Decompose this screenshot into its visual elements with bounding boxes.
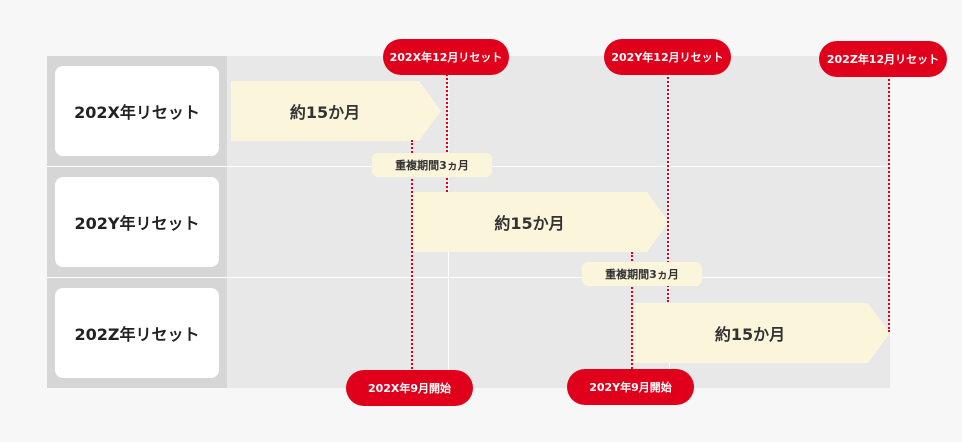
period-bar-202z: 約15か月 — [632, 303, 890, 363]
row-label-202z: 202Z年リセット — [55, 288, 219, 378]
start-line-202x — [411, 140, 413, 372]
start-marker-202y: 202Y年9月開始 — [567, 369, 694, 405]
start-marker-202x: 202X年9月開始 — [346, 370, 473, 406]
row-label-202y: 202Y年リセット — [55, 177, 219, 267]
reset-line-202z — [888, 72, 890, 332]
reset-marker-202y: 202Y年12月リセット — [604, 39, 731, 75]
row-divider — [47, 277, 890, 278]
period-bar-202x: 約15か月 — [231, 81, 441, 141]
row-label-202x: 202X年リセット — [55, 66, 219, 156]
overlap-label-2: 重複期間3ヵ月 — [582, 262, 702, 286]
reset-line-202y — [667, 70, 669, 302]
reset-marker-202x: 202X年12月リセット — [383, 39, 509, 75]
reset-marker-202z: 202Z年12月リセット — [819, 41, 947, 77]
period-bar-202y: 約15か月 — [412, 192, 669, 252]
grid-line — [669, 56, 670, 388]
start-line-202y — [631, 252, 633, 372]
overlap-label-1: 重複期間3ヵ月 — [372, 153, 492, 177]
reset-line-202x — [446, 70, 448, 192]
